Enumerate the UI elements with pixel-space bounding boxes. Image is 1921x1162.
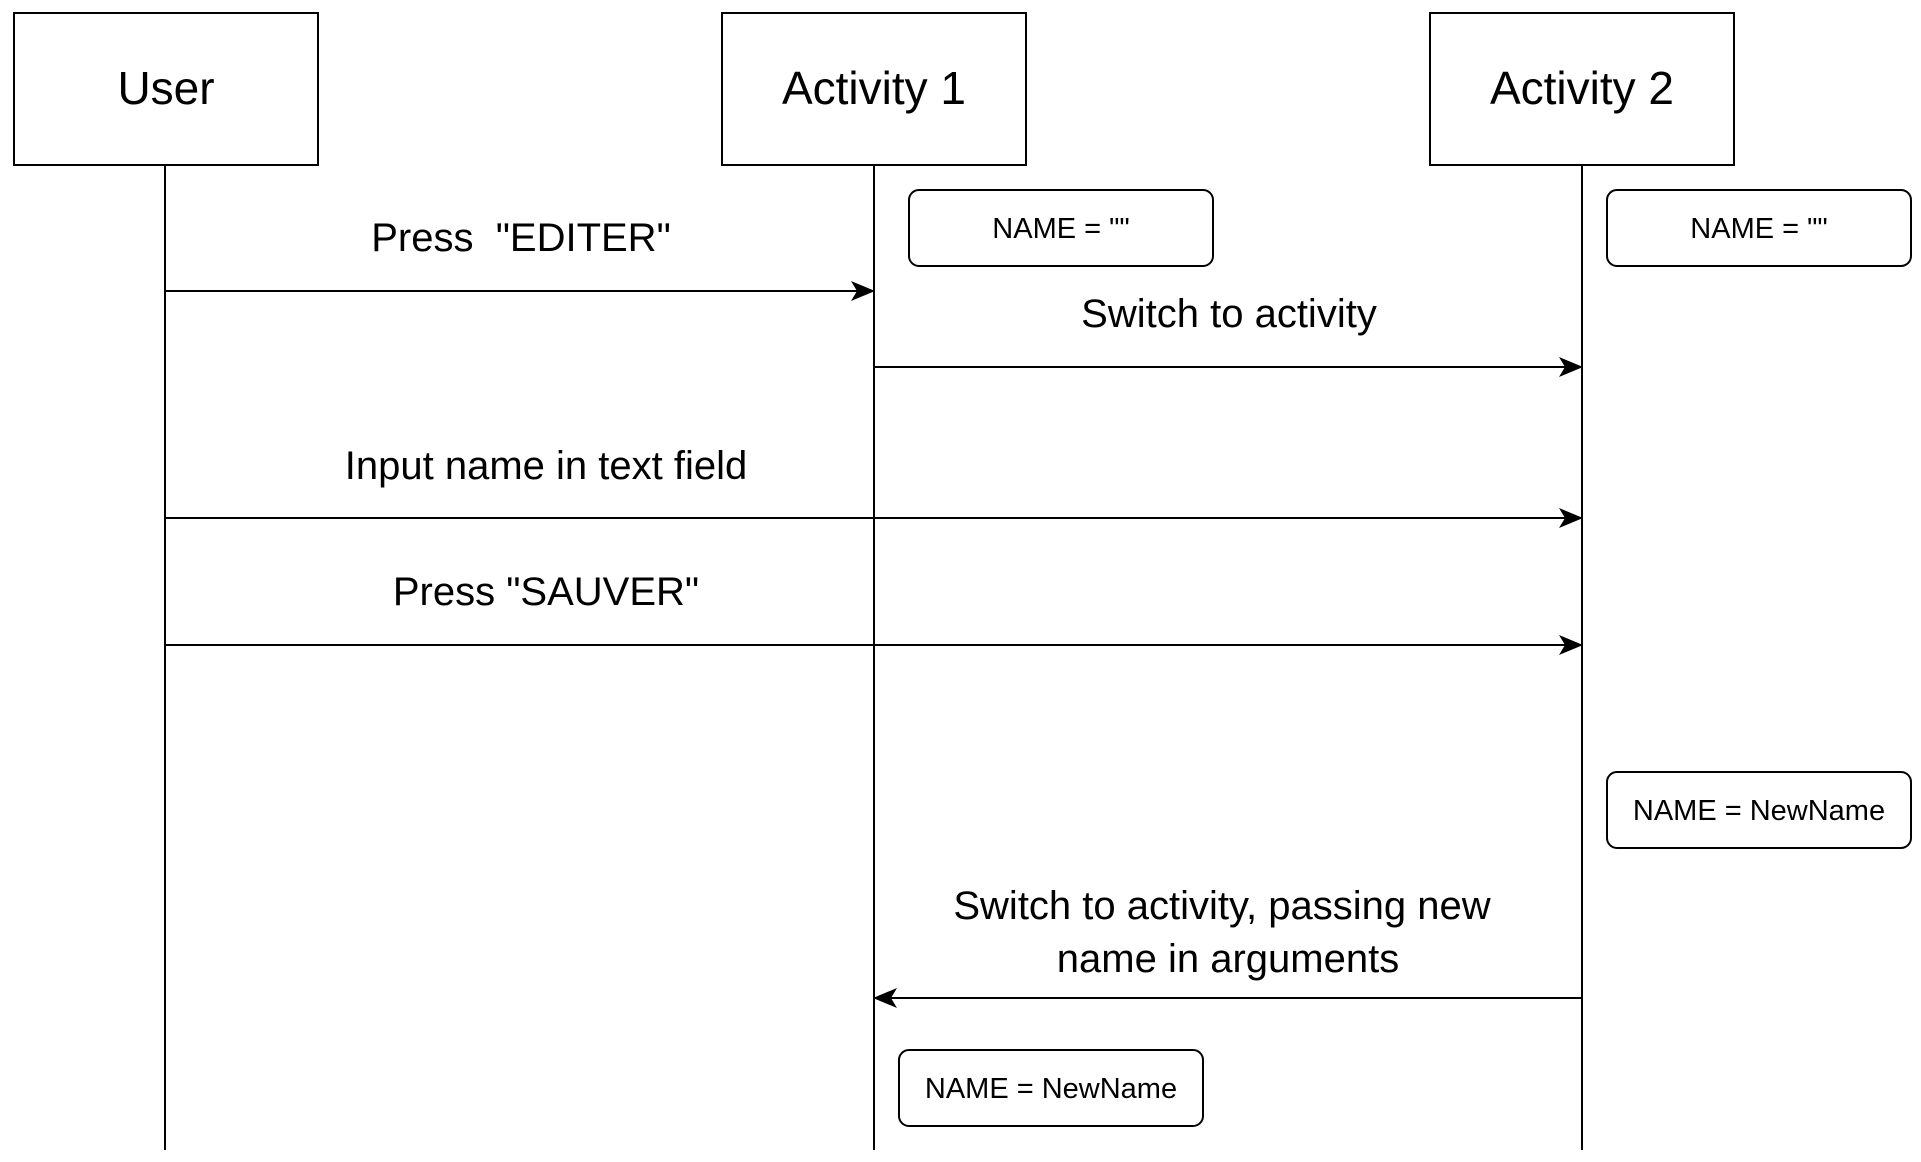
note-label: NAME = "" xyxy=(992,213,1129,245)
participant-user-label: User xyxy=(117,62,214,114)
message-input-name[interactable]: Input name in text field xyxy=(165,444,1583,528)
note-label: NAME = NewName xyxy=(925,1073,1177,1105)
participant-activity1[interactable]: Activity 1 xyxy=(721,12,1027,166)
participant-activity2-label: Activity 2 xyxy=(1490,62,1674,114)
message-label: Press "SAUVER" xyxy=(393,570,699,614)
message-press-editer[interactable]: Press "EDITER" xyxy=(165,216,875,301)
note-activity2-empty-name[interactable]: NAME = "" xyxy=(1606,189,1912,267)
message-label: Press "EDITER" xyxy=(371,216,671,260)
message-label: Switch to activity xyxy=(1081,292,1377,336)
participant-user[interactable]: User xyxy=(13,12,319,166)
participant-activity2[interactable]: Activity 2 xyxy=(1429,12,1735,166)
message-label-line-1: Switch to activity, passing new xyxy=(953,884,1490,928)
note-activity2-new-name[interactable]: NAME = NewName xyxy=(1606,771,1912,849)
message-label: Input name in text field xyxy=(345,444,747,488)
note-activity1-new-name[interactable]: NAME = NewName xyxy=(898,1049,1204,1127)
note-label: NAME = NewName xyxy=(1633,795,1885,827)
note-activity1-empty-name[interactable]: NAME = "" xyxy=(908,189,1214,267)
message-switch-to-activity[interactable]: Switch to activity xyxy=(874,292,1583,377)
participant-activity1-label: Activity 1 xyxy=(782,62,966,114)
message-label-line-2: name in arguments xyxy=(1057,937,1399,981)
note-label: NAME = "" xyxy=(1690,213,1827,245)
message-switch-back-with-name[interactable]: Switch to activity, passing new name in … xyxy=(873,884,1582,1008)
message-press-sauver[interactable]: Press "SAUVER" xyxy=(165,570,1583,655)
